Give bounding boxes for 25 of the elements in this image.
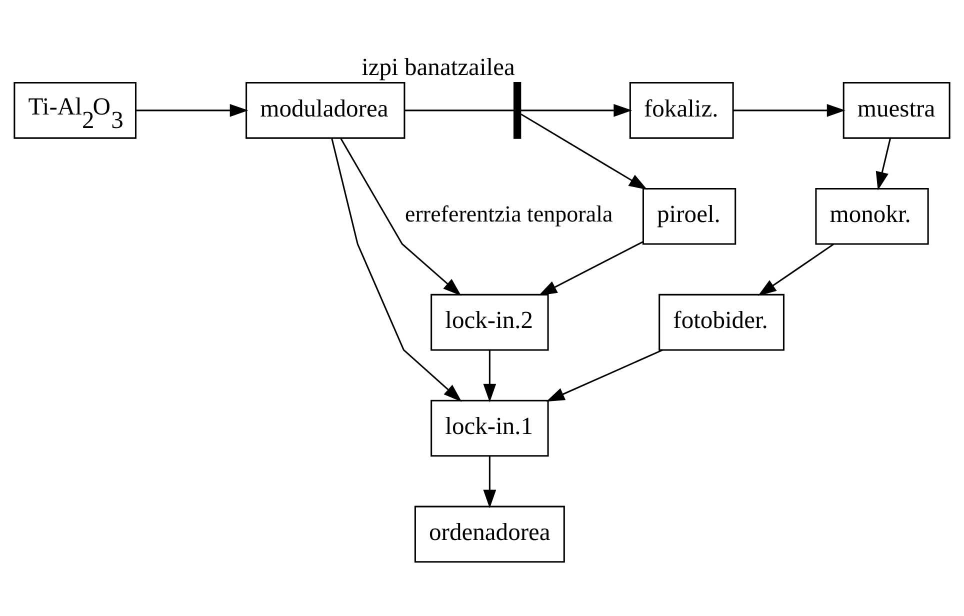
arrow [483,350,496,402]
arrow [136,103,248,116]
arrow [733,103,846,116]
node-box: lock-in.1 [430,399,549,456]
node-box: lock-in.2 [430,293,549,350]
node-box: piroel. [642,187,736,244]
arrow [538,240,644,296]
arrow [340,138,462,296]
arrow [520,103,632,116]
arrow [331,138,462,402]
node-bar [513,82,522,138]
node-box: monokr. [815,187,929,244]
node-box: fokaliz. [629,82,734,138]
node-label: izpi banatzailea [362,53,515,80]
arrow [520,112,648,190]
edge-label: erreferentzia tenporala [405,200,613,226]
node-box: ordenadorea [414,505,565,562]
arrow [876,138,891,190]
connector [404,109,514,111]
node-box: fotobider. [658,293,784,350]
node-box: moduladorea [246,82,406,138]
arrow [758,243,834,296]
arrow [483,456,496,508]
node-box: muestra [842,82,950,138]
arrow [546,348,663,402]
